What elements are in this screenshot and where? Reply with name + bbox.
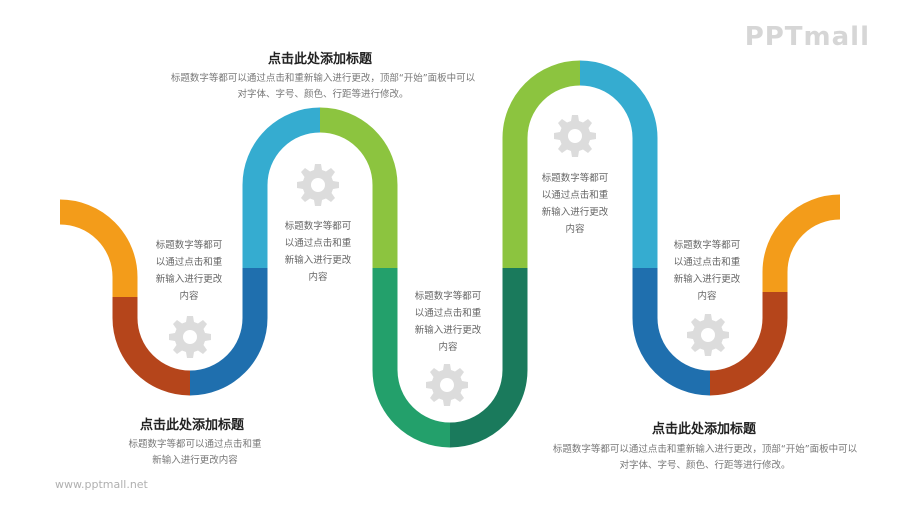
path-segment-lime-2: [502, 60, 581, 268]
footer-url[interactable]: www.pptmall.net: [55, 478, 148, 491]
path-segment-sky-1: [242, 107, 321, 268]
section-desc-3-line-2: 对字体、字号、颜色、行距等进行修改。: [619, 460, 791, 471]
path-segment-green-1: [372, 268, 451, 448]
step-text-4: 标题数字等都可 以通过点击和重 新输入进行更改 内容: [541, 173, 609, 235]
gear-icon: [554, 115, 596, 157]
section-title-2: 点击此处添加标题: [140, 418, 245, 433]
path-segment-blue-1: [189, 268, 268, 396]
step-text-2: 标题数字等都可 以通过点击和重 新输入进行更改 内容: [284, 221, 352, 283]
pptmall-logo: PPTmall: [744, 22, 870, 52]
section-title-3: 点击此处添加标题: [652, 422, 757, 437]
path-segment-sky-2: [579, 60, 658, 268]
section-desc-3-line-1: 标题数字等都可以通过点击和重新输入进行更改，顶部“开始”面板中可以: [552, 444, 858, 455]
path-segment-orange-2: [762, 194, 841, 292]
step-text-5: 标题数字等都可 以通过点击和重 新输入进行更改 内容: [673, 240, 741, 302]
path-segment-rust-2: [709, 292, 788, 396]
path-segment-orange-1: [59, 199, 138, 297]
gear-icon: [687, 314, 729, 356]
path-segment-blue-2: [632, 268, 711, 396]
section-title-1: 点击此处添加标题: [268, 52, 373, 67]
section-desc-2-line-2: 新输入进行更改内容: [152, 455, 238, 466]
gear-icon: [297, 164, 339, 206]
path-segment-lime-1: [319, 107, 398, 268]
path-segment-rust-1: [112, 297, 191, 396]
section-desc-1-line-2: 对字体、字号、颜色、行距等进行修改。: [237, 89, 409, 100]
section-desc-2-line-1: 标题数字等都可以通过点击和重: [128, 439, 262, 450]
section-desc-1-line-1: 标题数字等都可以通过点击和重新输入进行更改，顶部“开始”面板中可以: [170, 73, 476, 84]
gear-icon: [169, 316, 211, 358]
gear-icon: [426, 364, 468, 406]
path-segment-teal-1: [449, 268, 528, 448]
step-text-1: 标题数字等都可 以通过点击和重 新输入进行更改 内容: [155, 240, 223, 302]
step-text-3: 标题数字等都可 以通过点击和重 新输入进行更改 内容: [414, 291, 482, 353]
